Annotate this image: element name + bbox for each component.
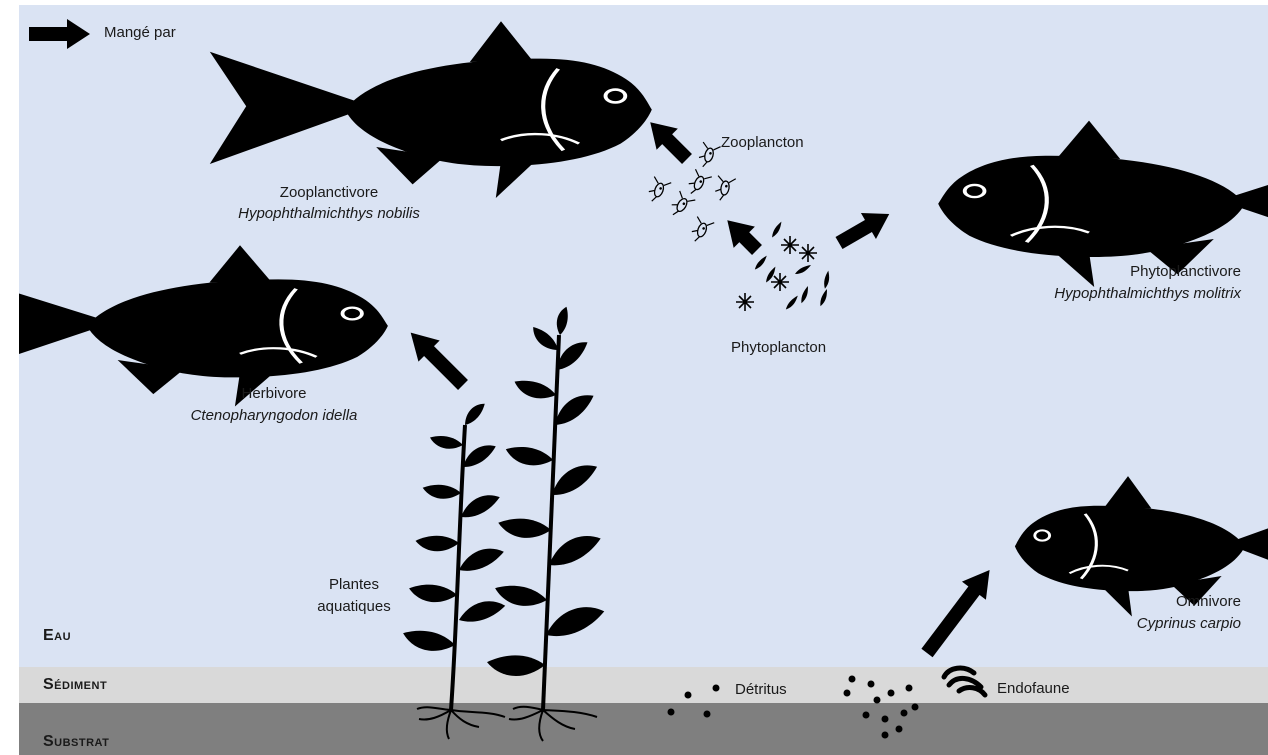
omnivore-role-label: Omnivore bbox=[1059, 592, 1241, 611]
zooplanktivore-role-label: Zooplanctivore bbox=[179, 183, 479, 202]
sediment-layer bbox=[19, 667, 1268, 703]
phytoplanktivore-role-label: Phytoplanctivore bbox=[1019, 262, 1241, 281]
zooplankton-label: Zooplancton bbox=[721, 133, 804, 152]
zone-label-water: Eau bbox=[43, 627, 71, 645]
legend-label: Mangé par bbox=[104, 23, 176, 42]
diagram-canvas bbox=[19, 5, 1268, 755]
detritus-label: Détritus bbox=[735, 680, 787, 699]
substrate-layer bbox=[19, 703, 1268, 755]
zone-label-sediment: Sédiment bbox=[43, 676, 107, 694]
herbivore-species-label: Ctenopharyngodon idella bbox=[179, 406, 369, 425]
plants-label-line1: Plantes bbox=[309, 575, 399, 594]
omnivore-species-label: Cyprinus carpio bbox=[1059, 614, 1241, 633]
phytoplanktivore-species-label: Hypophthalmichthys molitrix bbox=[979, 284, 1241, 303]
endofauna-label: Endofaune bbox=[997, 679, 1070, 698]
food-web-diagram: Mangé par Zooplanctivore Hypophthalmicht… bbox=[19, 5, 1268, 755]
zone-label-substrate: Substrat bbox=[43, 733, 109, 751]
herbivore-role-label: Herbivore bbox=[179, 384, 369, 403]
phytoplankton-label: Phytoplancton bbox=[731, 338, 826, 357]
plants-label-line2: aquatiques bbox=[309, 597, 399, 616]
zooplanktivore-species-label: Hypophthalmichthys nobilis bbox=[179, 204, 479, 223]
